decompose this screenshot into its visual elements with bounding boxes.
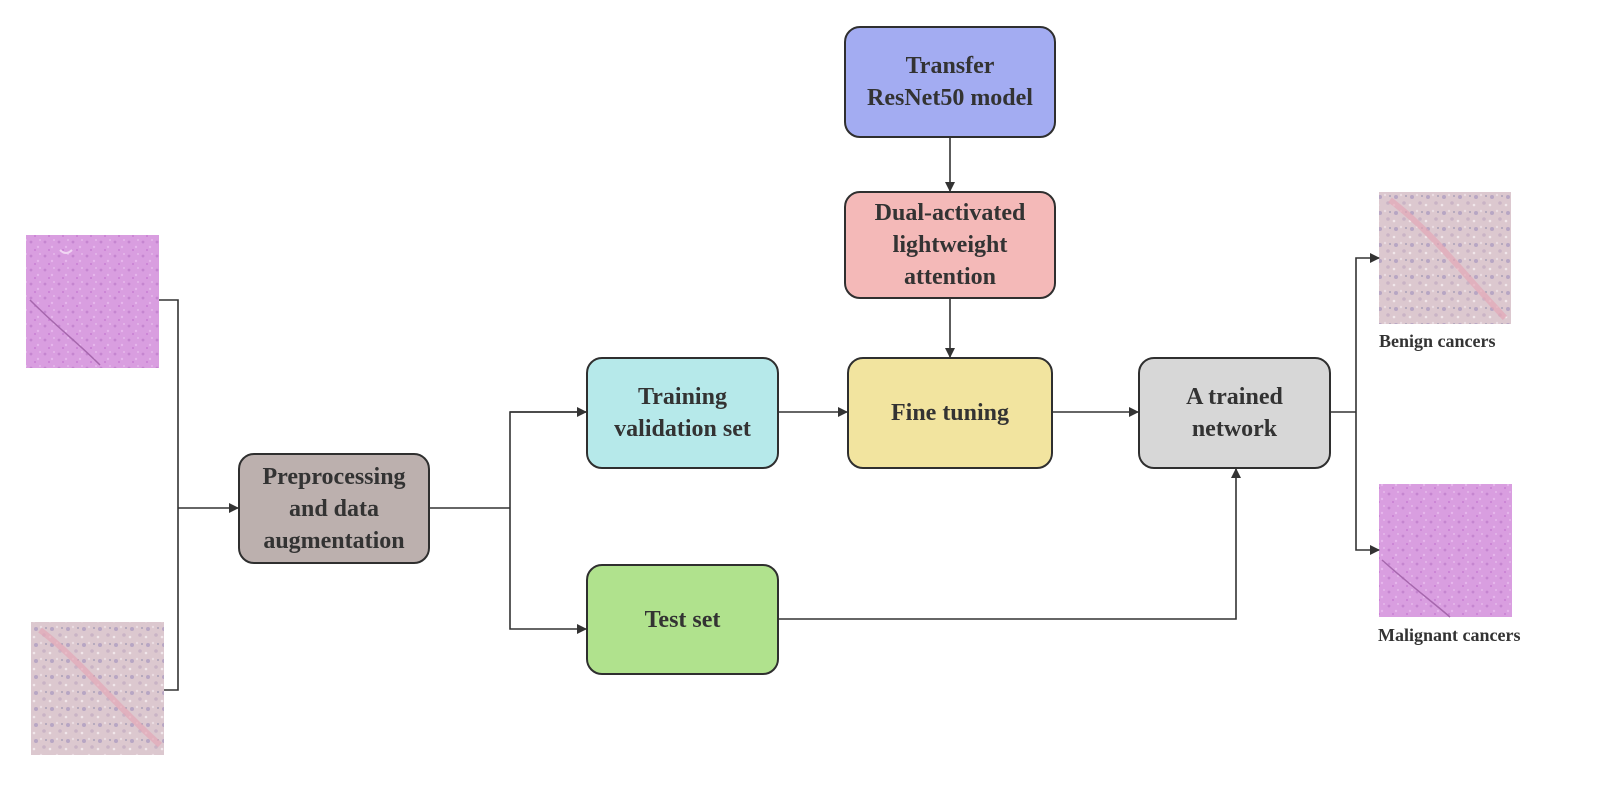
trained-network-node: A trained network	[1138, 357, 1331, 469]
trained-line1: A trained	[1186, 384, 1283, 410]
attention-node: Dual-activated lightweight attention	[844, 191, 1056, 299]
transfer-resnet50-node: Transfer ResNet50 model	[844, 26, 1056, 138]
connector-to-benign	[1355, 253, 1380, 412]
attention-line2: lightweight	[892, 232, 1008, 258]
test-line1: Test set	[644, 606, 721, 633]
benign-label: Benign cancers	[1379, 331, 1496, 351]
finetune-line1: Fine tuning	[890, 400, 1010, 426]
connector-split	[509, 411, 587, 634]
connector-to-malignant	[1355, 412, 1380, 555]
fine-tuning-node: Fine tuning	[847, 357, 1053, 469]
connector-test-trained	[779, 468, 1241, 620]
training-line2: validation set	[614, 416, 751, 442]
transfer-line1: Transfer	[905, 53, 995, 79]
attention-line1: Dual-activated	[874, 200, 1026, 226]
malignant-label: Malignant cancers	[1378, 625, 1521, 645]
test-set-node: Test set	[586, 564, 779, 675]
output-tile-malignant	[1379, 484, 1512, 618]
attention-line3: attention	[904, 264, 996, 290]
training-validation-node: Training validation set	[586, 357, 779, 469]
preprocessing-node: Preprocessing and data augmentation	[238, 453, 430, 564]
connectors	[159, 138, 1380, 691]
training-line1: Training	[638, 384, 727, 410]
input-tile-pink	[26, 235, 159, 368]
input-tile-pale	[31, 622, 164, 755]
connector-tile1-bracket	[159, 299, 179, 691]
output-tile-benign	[1379, 192, 1511, 324]
preprocess-line2: and data	[288, 495, 380, 522]
preprocess-line1: Preprocessing	[262, 463, 406, 490]
transfer-line2: ResNet50 model	[867, 85, 1033, 111]
trained-line2: network	[1191, 416, 1278, 442]
preprocess-line3: augmentation	[263, 527, 405, 554]
